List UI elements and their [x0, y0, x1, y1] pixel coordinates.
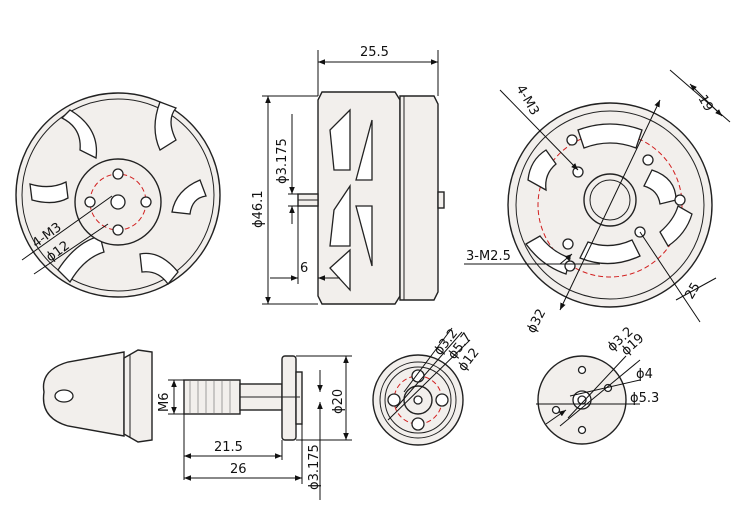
adapter-length-b: 26 — [230, 462, 247, 477]
base-pcd: ϕ32 — [524, 307, 549, 336]
prop-adapter-cone — [42, 349, 153, 443]
rotor-spokes — [29, 101, 207, 286]
shaft-diameter-dim: ϕ3.175 — [275, 138, 290, 184]
shaft-length-dim: 6 — [300, 261, 308, 276]
adapter-diameter: ϕ20 — [331, 389, 346, 414]
front-rotor-view: 4-M3 ϕ12 — [15, 92, 221, 298]
knurled-ring — [379, 361, 457, 439]
base-dim-25: 25 — [682, 280, 703, 302]
side-length-dim: 25.5 — [360, 45, 389, 60]
base-dim-19: 19 — [695, 93, 716, 115]
prop-adapter-section: M6 21.5 26 ϕ20 ϕ3.175 — [157, 355, 352, 500]
base-m3-callout: 4-M3 — [513, 83, 542, 119]
base-detail-view: ϕ3.2 ϕ19 ϕ4 ϕ5.3 — [536, 324, 659, 445]
side-diameter-dim: ϕ46.1 — [251, 190, 266, 228]
base-m25-callout: 3-M2.5 — [466, 249, 511, 264]
base-detail-inner: ϕ4 — [636, 367, 653, 382]
motor-base-view: 4-M3 19 25 ϕ32 3-M2.5 — [464, 69, 731, 336]
adapter-face-view: ϕ3.2 ϕ5.7 ϕ12 — [372, 326, 483, 446]
adapter-length-a: 21.5 — [214, 440, 243, 455]
adapter-thread: M6 — [157, 393, 172, 413]
motor-side-view: 25.5 ϕ46.1 ϕ3.175 6 — [251, 45, 445, 305]
base-detail-outer: ϕ5.3 — [630, 391, 659, 406]
adapter-bore: ϕ3.175 — [307, 444, 322, 490]
